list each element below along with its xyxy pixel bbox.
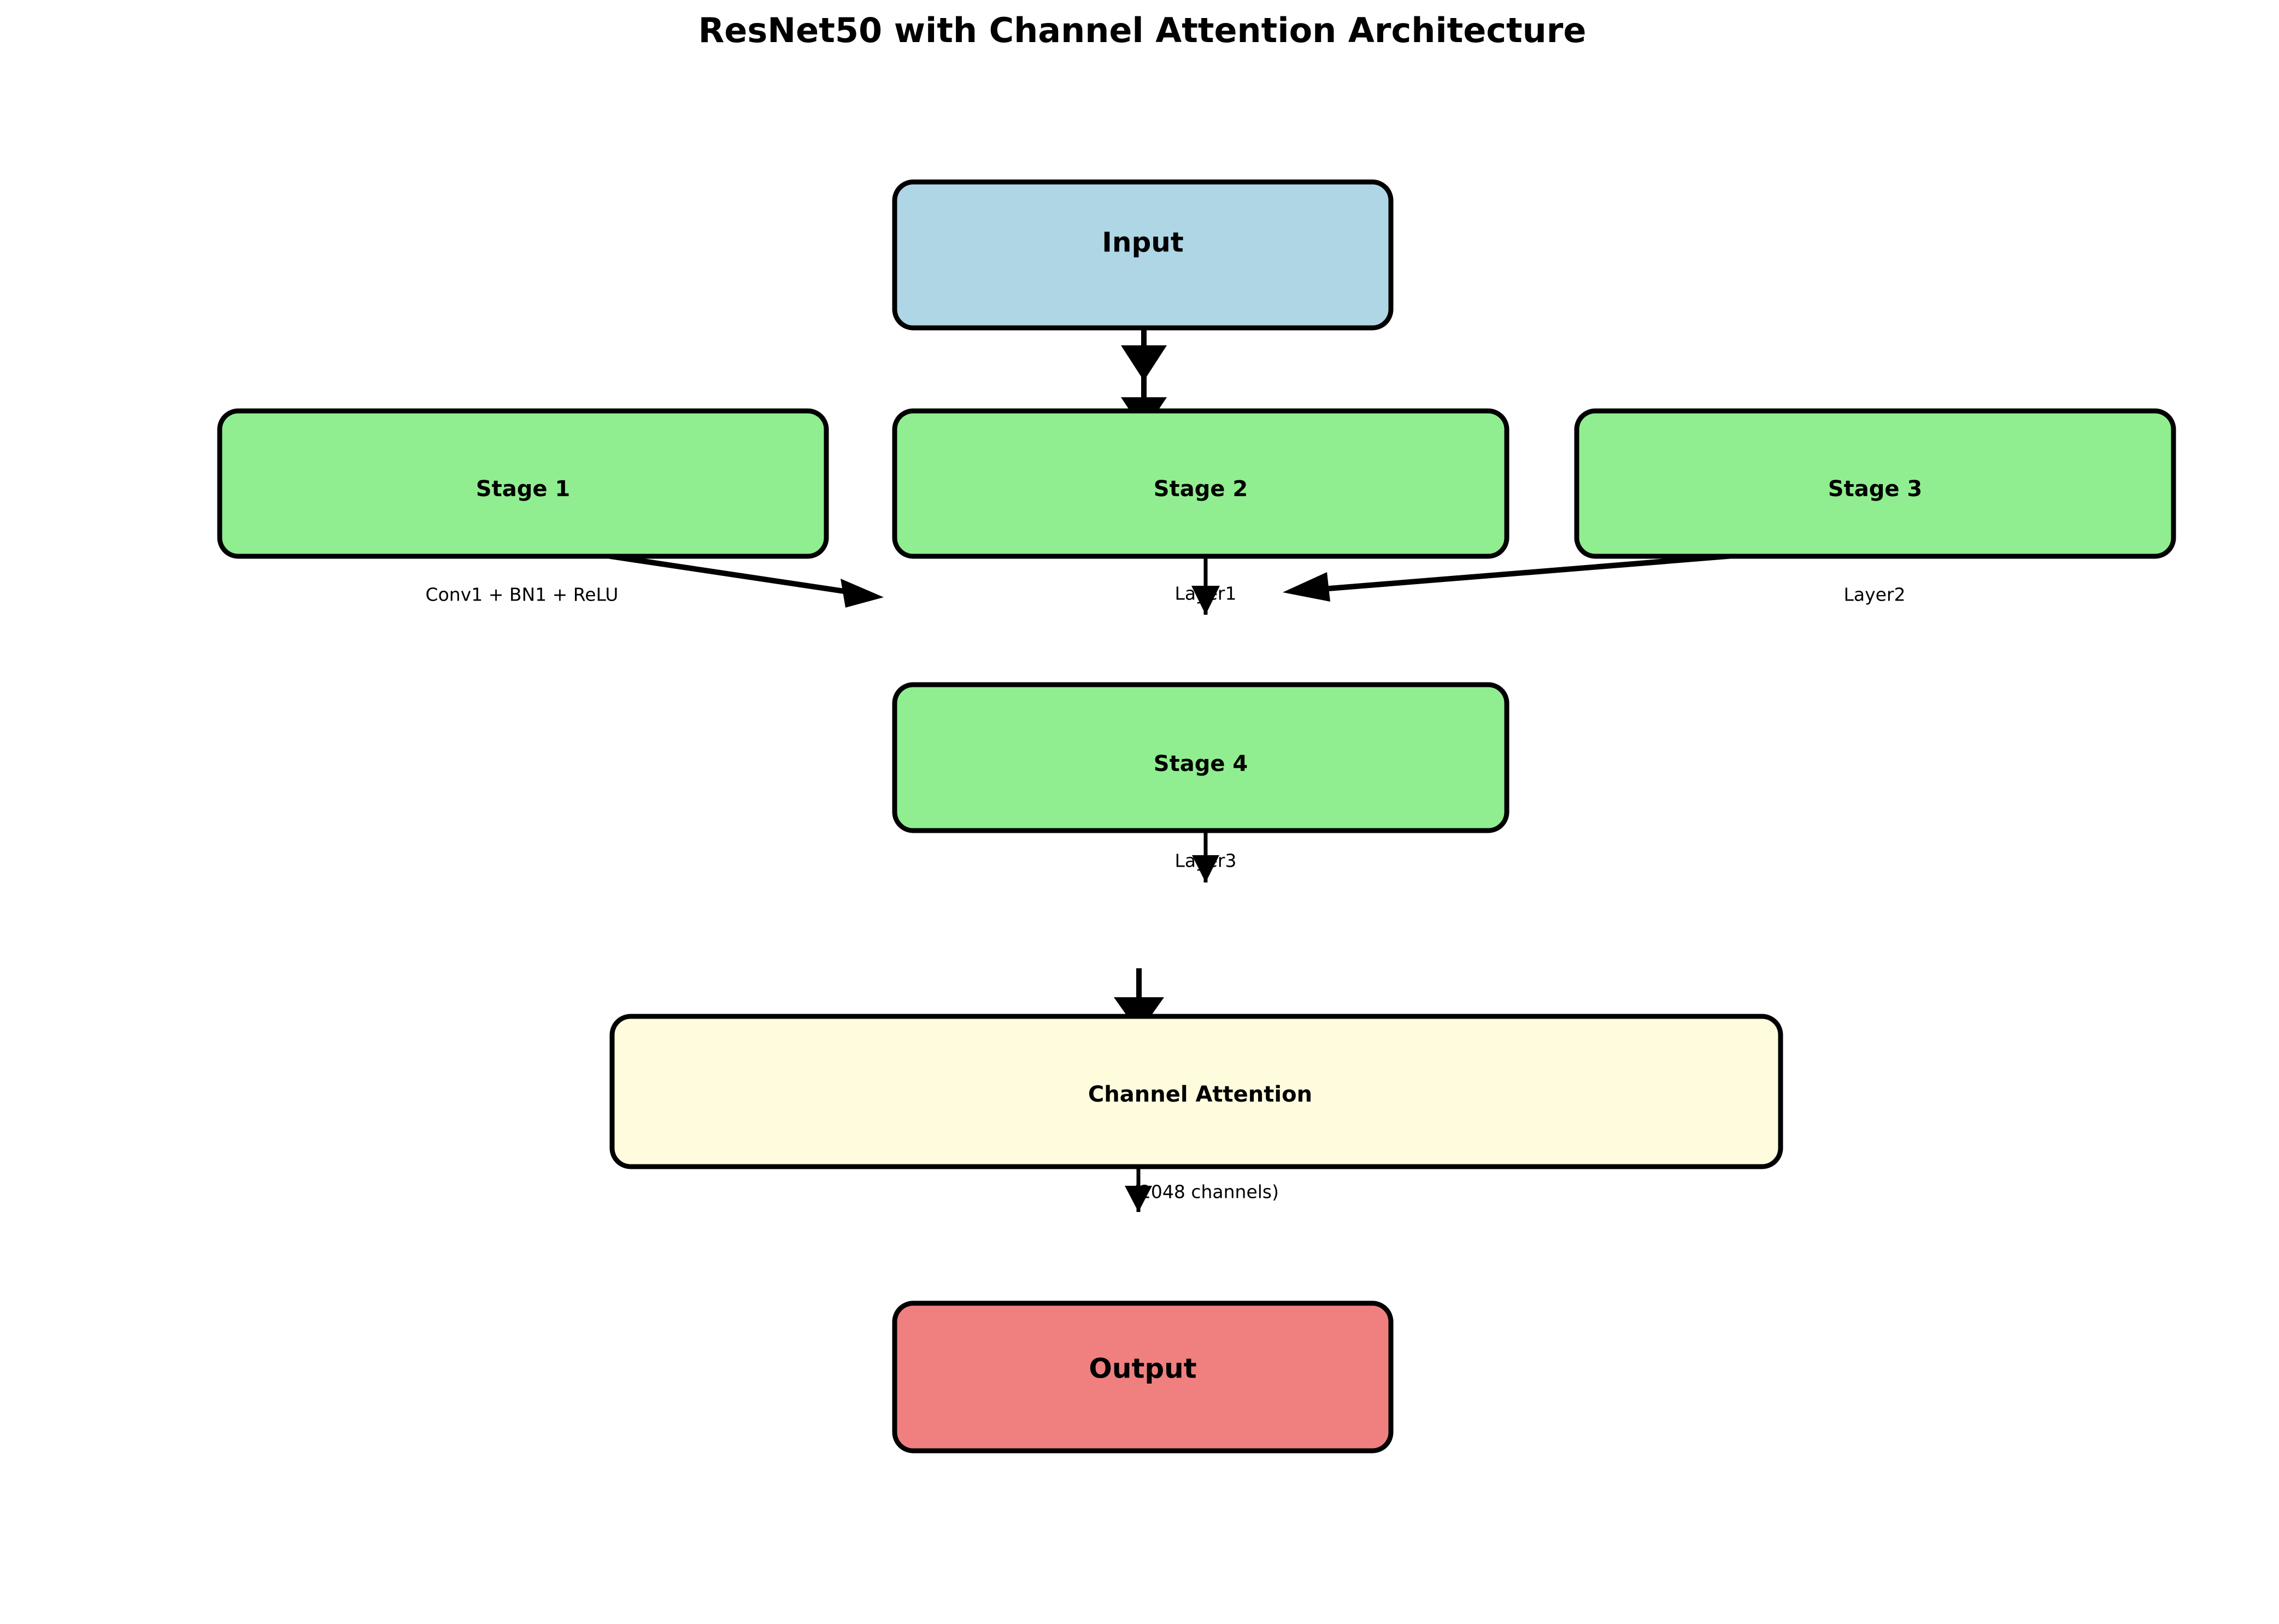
edge-attention-to-output-arrowhead (1125, 1186, 1152, 1212)
node-stage2-box[interactable] (892, 408, 1509, 559)
node-input-label: Input (1102, 227, 1184, 258)
node-input[interactable]: Input (892, 179, 1394, 331)
node-input-box[interactable] (892, 179, 1394, 331)
node-stage4-box[interactable] (892, 682, 1509, 833)
edge-stage4-to-attention: Layer3 (1114, 820, 1237, 1033)
node-stage1[interactable]: Stage 1 (217, 408, 829, 559)
page-title: ResNet50 with Channel Attention Architec… (698, 10, 1587, 50)
edge-stage2-to-stage4-arrowhead (1191, 586, 1220, 615)
node-stage1-label: Stage 1 (476, 476, 570, 502)
node-output[interactable]: Output (892, 1301, 1394, 1454)
edge-stage1-to-stage2-arrowhead (841, 579, 884, 608)
node-output-label: Output (1089, 1353, 1196, 1385)
edge-label-layer1: Layer1 (1174, 583, 1236, 604)
node-stage1-box[interactable] (217, 408, 829, 559)
node-stage3-label: Stage 3 (1828, 476, 1922, 502)
edge-label-conv1: Conv1 + BN1 + ReLU (426, 584, 619, 605)
edge-stage3-to-stage2-arrowhead (1283, 572, 1330, 602)
node-channel-attention-label: Channel Attention (1088, 1082, 1312, 1107)
node-stage4-label: Stage 4 (1154, 751, 1248, 776)
node-channel-attention[interactable]: Channel Attention (609, 1014, 1783, 1169)
edge-attention-to-output: (2048 channels) (1125, 1158, 1279, 1212)
node-stage3[interactable]: Stage 3 (1574, 408, 2176, 559)
node-output-box[interactable] (892, 1301, 1394, 1454)
edge-input-to-stage2-midhead (1121, 345, 1167, 381)
node-stage4[interactable]: Stage 4 (892, 682, 1509, 833)
node-stage2-label: Stage 2 (1154, 476, 1248, 502)
edge-label-layer3: Layer3 (1174, 850, 1236, 872)
node-stage2[interactable]: Stage 2 (892, 408, 1509, 559)
edge-stage4-to-attention-stubhead (1192, 855, 1219, 882)
node-stage3-box[interactable] (1574, 408, 2176, 559)
edge-label-channels: (2048 channels) (1132, 1181, 1279, 1203)
node-channel-attention-box[interactable] (609, 1014, 1783, 1169)
edge-label-layer2: Layer2 (1843, 584, 1905, 605)
